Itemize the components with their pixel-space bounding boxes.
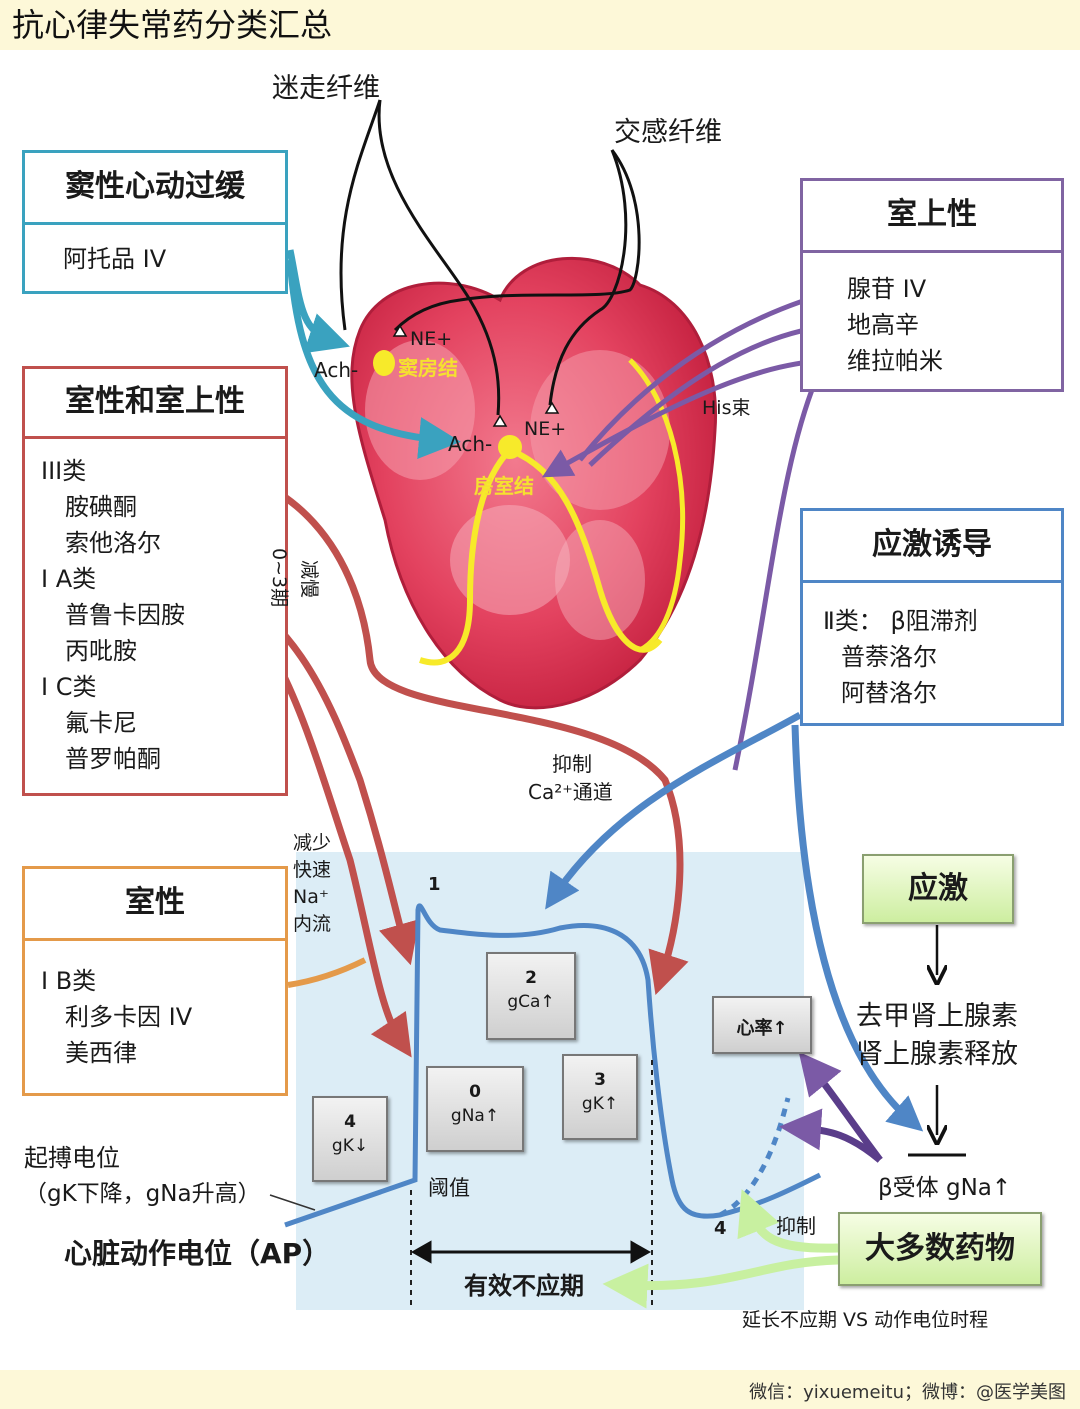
inhibit-ca-label-1: 抑制 bbox=[552, 752, 592, 776]
title-bar bbox=[0, 0, 1080, 50]
sa-node-dot bbox=[373, 350, 395, 376]
drug-item: 美西律 bbox=[65, 1039, 137, 1067]
box-ventricular-and-supraventricular: 室性和室上性 III类 胺碘酮 索他洛尔 Ⅰ A类 普鲁卡因胺 丙吡胺 Ⅰ C类… bbox=[22, 366, 288, 796]
drug-item: 普萘洛尔 bbox=[841, 643, 937, 671]
drug-item: 地高辛 bbox=[847, 311, 919, 339]
teal-arrows bbox=[286, 249, 461, 460]
box-ventricular-title: 室性 bbox=[25, 869, 285, 941]
box-ventricular: 室性 Ⅰ B类 利多卡因 IV 美西律 bbox=[22, 866, 288, 1096]
pacemaker-label-2: （gK下降，gNa升高） bbox=[24, 1181, 261, 1207]
page-title: 抗心律失常药分类汇总 bbox=[12, 6, 333, 44]
ne-mid-label: NE+ bbox=[524, 418, 567, 440]
drug-class: Ⅰ A类 bbox=[41, 565, 97, 593]
green-arrows bbox=[602, 1189, 839, 1309]
drug-item: 普鲁卡因胺 bbox=[65, 601, 185, 629]
box-supraventricular: 室上性 腺苷 IV 地高辛 维拉帕米 bbox=[800, 178, 1064, 392]
drug-class: Ⅱ类： β阻滞剂 bbox=[823, 607, 978, 635]
drug-item: 索他洛尔 bbox=[65, 529, 161, 557]
his-bundle-label: His束 bbox=[702, 397, 751, 419]
phase-box-3: 3 gK↑ bbox=[562, 1054, 638, 1140]
sympathetic-fiber-label: 交感纤维 bbox=[614, 117, 722, 148]
erp-arrow bbox=[410, 1240, 652, 1264]
phase-box-4: 4 gK↓ bbox=[312, 1096, 388, 1182]
ne-top-label: NE+ bbox=[410, 328, 453, 350]
box-sinus-bradycardia-title: 窦性心动过缓 bbox=[25, 153, 285, 225]
drug-item: 腺苷 IV bbox=[847, 275, 927, 303]
phase-box-2: 2 gCa↑ bbox=[486, 952, 576, 1040]
heart-illustration bbox=[350, 256, 718, 710]
nerve-fibers bbox=[339, 99, 641, 416]
erp-label: 有效不应期 bbox=[464, 1272, 584, 1300]
stress-box: 应激 bbox=[862, 854, 1014, 924]
pacemaker-label-1: 起搏电位 bbox=[24, 1144, 120, 1172]
blue-arrows bbox=[545, 711, 924, 1132]
threshold-label: 阈值 bbox=[428, 1176, 470, 1200]
sa-node-label: 窦房结 bbox=[398, 356, 458, 380]
footer-bar bbox=[0, 1370, 1080, 1409]
drug-item: 普罗帕酮 bbox=[65, 745, 161, 773]
release-label-2: 肾上腺素释放 bbox=[856, 1039, 1018, 1070]
av-node-dot bbox=[498, 435, 522, 459]
prolong-label: 延长不应期 VS 动作电位时程 bbox=[742, 1309, 989, 1331]
most-drugs-box: 大多数药物 bbox=[838, 1212, 1042, 1286]
drug-item: 氟卡尼 bbox=[65, 709, 137, 737]
drug-item: 丙吡胺 bbox=[65, 637, 137, 665]
phase-box-0: 0 gNa↑ bbox=[426, 1066, 524, 1152]
phase-4-label: 4 bbox=[714, 1218, 727, 1239]
inhibit-label: 抑制 bbox=[776, 1214, 816, 1238]
ap-label: 心脏动作电位（AP） bbox=[64, 1237, 331, 1270]
slow-label: 减慢 bbox=[298, 560, 320, 599]
phase-1-label: 1 bbox=[428, 874, 441, 895]
ach-mid-label: Ach- bbox=[448, 432, 493, 456]
ach-top-label: Ach- bbox=[314, 358, 359, 382]
inhibit-ca-label-2: Ca²⁺通道 bbox=[528, 780, 613, 804]
beta-receptor-label: β受体 gNa↑ bbox=[878, 1175, 1012, 1201]
drug-class: Ⅰ C类 bbox=[41, 673, 97, 701]
box-supraventricular-title: 室上性 bbox=[803, 181, 1061, 253]
drug-item: 利多卡因 IV bbox=[65, 1003, 193, 1031]
drug-class: III类 bbox=[41, 457, 87, 485]
reduce-na-label: 减少 快速 Na⁺ 内流 bbox=[293, 832, 332, 935]
box-sinus-bradycardia: 窦性心动过缓 阿托品 IV bbox=[22, 150, 288, 294]
phase-range-label: 0~3期 bbox=[268, 548, 290, 608]
drug-item: 维拉帕米 bbox=[847, 347, 943, 375]
purple-feedback-arrows bbox=[779, 1051, 883, 1163]
drug-item: 阿托品 IV bbox=[63, 245, 167, 273]
heart-rate-box: 心率↑ bbox=[712, 996, 812, 1054]
release-label-1: 去甲肾上腺素 bbox=[856, 1001, 1018, 1032]
drug-item: 阿替洛尔 bbox=[841, 679, 937, 707]
drug-class: Ⅰ B类 bbox=[41, 967, 97, 995]
av-node-label: 房室结 bbox=[474, 474, 534, 498]
footer-credit: 微信：yixuemeitu；微博：@医学美图 bbox=[749, 1382, 1066, 1403]
box-stress-induced-title: 应激诱导 bbox=[803, 511, 1061, 583]
box-stress-induced: 应激诱导 Ⅱ类： β阻滞剂 普萘洛尔 阿替洛尔 bbox=[800, 508, 1064, 726]
drug-item: 胺碘酮 bbox=[65, 493, 137, 521]
vagus-fiber-label: 迷走纤维 bbox=[272, 73, 380, 104]
box-ventricular-and-supraventricular-title: 室性和室上性 bbox=[25, 369, 285, 439]
